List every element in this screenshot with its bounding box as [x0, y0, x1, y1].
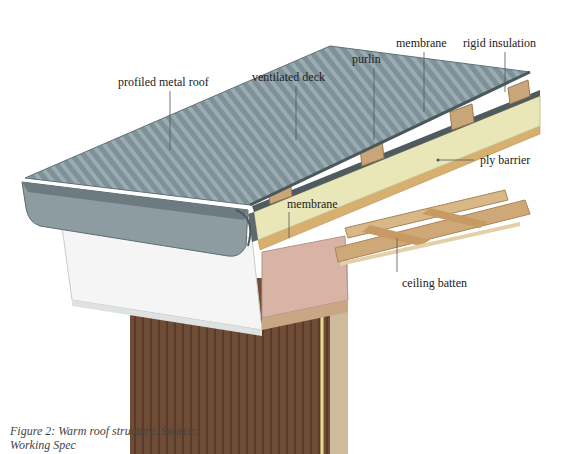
- part-label: ceiling batten: [402, 276, 467, 290]
- soffit-edge: [72, 300, 262, 336]
- gutter-end: [236, 210, 250, 246]
- part-label: membrane: [287, 197, 338, 211]
- ceiling-batten: [362, 225, 430, 246]
- wall-plate: [262, 300, 348, 330]
- rafter: [335, 200, 530, 262]
- frame-edge: [321, 300, 324, 454]
- gutter: [22, 182, 248, 256]
- leader-lines: [170, 52, 505, 272]
- purlin: [508, 80, 530, 104]
- leader-dot: [437, 159, 440, 162]
- ceiling-batten: [422, 208, 488, 228]
- part-label: ventilated deck: [252, 70, 325, 84]
- roof-edge: [250, 72, 530, 205]
- ceiling-board: [340, 222, 520, 266]
- figure-caption: Figure 2: Warm roof structure. Source: W…: [10, 424, 210, 452]
- part-label: membrane: [396, 36, 447, 50]
- gutter-lip: [22, 182, 248, 220]
- profiled-metal-roof: [25, 46, 530, 205]
- part-label: purlin: [352, 52, 381, 66]
- part-label: ply barrier: [480, 153, 530, 167]
- part-label: profiled metal roof: [118, 75, 209, 89]
- part-label: rigid insulation: [463, 36, 536, 50]
